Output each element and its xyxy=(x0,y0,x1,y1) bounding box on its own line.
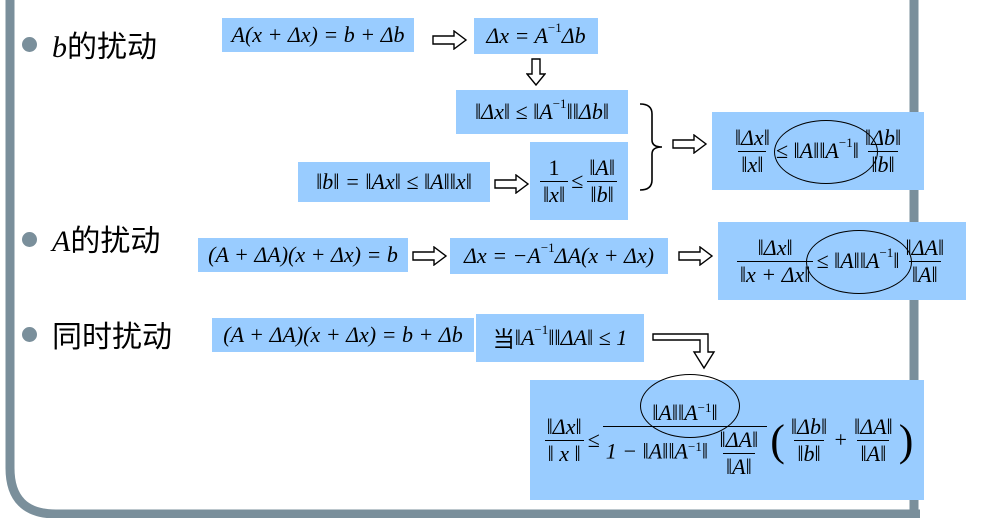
eq-both-perturbed: (A + ΔA)(x + Δx) = b + Δb xyxy=(212,318,474,352)
right-arrow-icon xyxy=(678,246,714,266)
heading-b-perturbation: b的扰动 xyxy=(52,22,157,66)
down-arrow-icon xyxy=(526,58,546,86)
right-arrow-icon xyxy=(494,174,530,194)
heading-a-perturbation: A的扰动 xyxy=(52,216,160,260)
right-arrow-icon xyxy=(412,246,448,266)
heading-suffix: 的扰动 xyxy=(70,224,161,259)
bullet-3 xyxy=(22,327,37,342)
bullet-1 xyxy=(22,37,37,52)
heading-simultaneous-perturbation: 同时扰动 xyxy=(52,320,172,355)
ineq-norm-delta-x: ‖Δx‖ ≤ ‖A−1‖‖Δb‖ xyxy=(456,90,628,134)
eq-b-perturbed: A(x + Δx) = b + Δb xyxy=(222,18,414,52)
right-brace xyxy=(639,103,663,191)
cond-number-oval xyxy=(774,120,878,184)
heading-suffix: 的扰动 xyxy=(67,30,157,65)
eq-a-perturbed: (A + ΔA)(x + Δx) = b xyxy=(198,238,408,272)
cond-number-oval xyxy=(640,374,740,438)
ineq-norm-b: ‖b‖ = ‖Ax‖ ≤ ‖A‖‖x‖ xyxy=(298,162,490,202)
right-arrow-icon xyxy=(432,30,468,50)
bent-arrow-icon xyxy=(652,333,716,370)
heading-var: b xyxy=(52,31,67,64)
condition-when: 当‖A−1‖‖ΔA‖ ≤ 1 xyxy=(476,314,644,362)
heading-var: A xyxy=(52,225,71,258)
right-arrow-icon xyxy=(672,134,708,154)
bullet-2 xyxy=(22,232,37,247)
ineq-inverse-norm-x: 1‖x‖ ≤ ‖A‖‖b‖ xyxy=(530,142,628,220)
cond-number-oval xyxy=(806,230,912,294)
